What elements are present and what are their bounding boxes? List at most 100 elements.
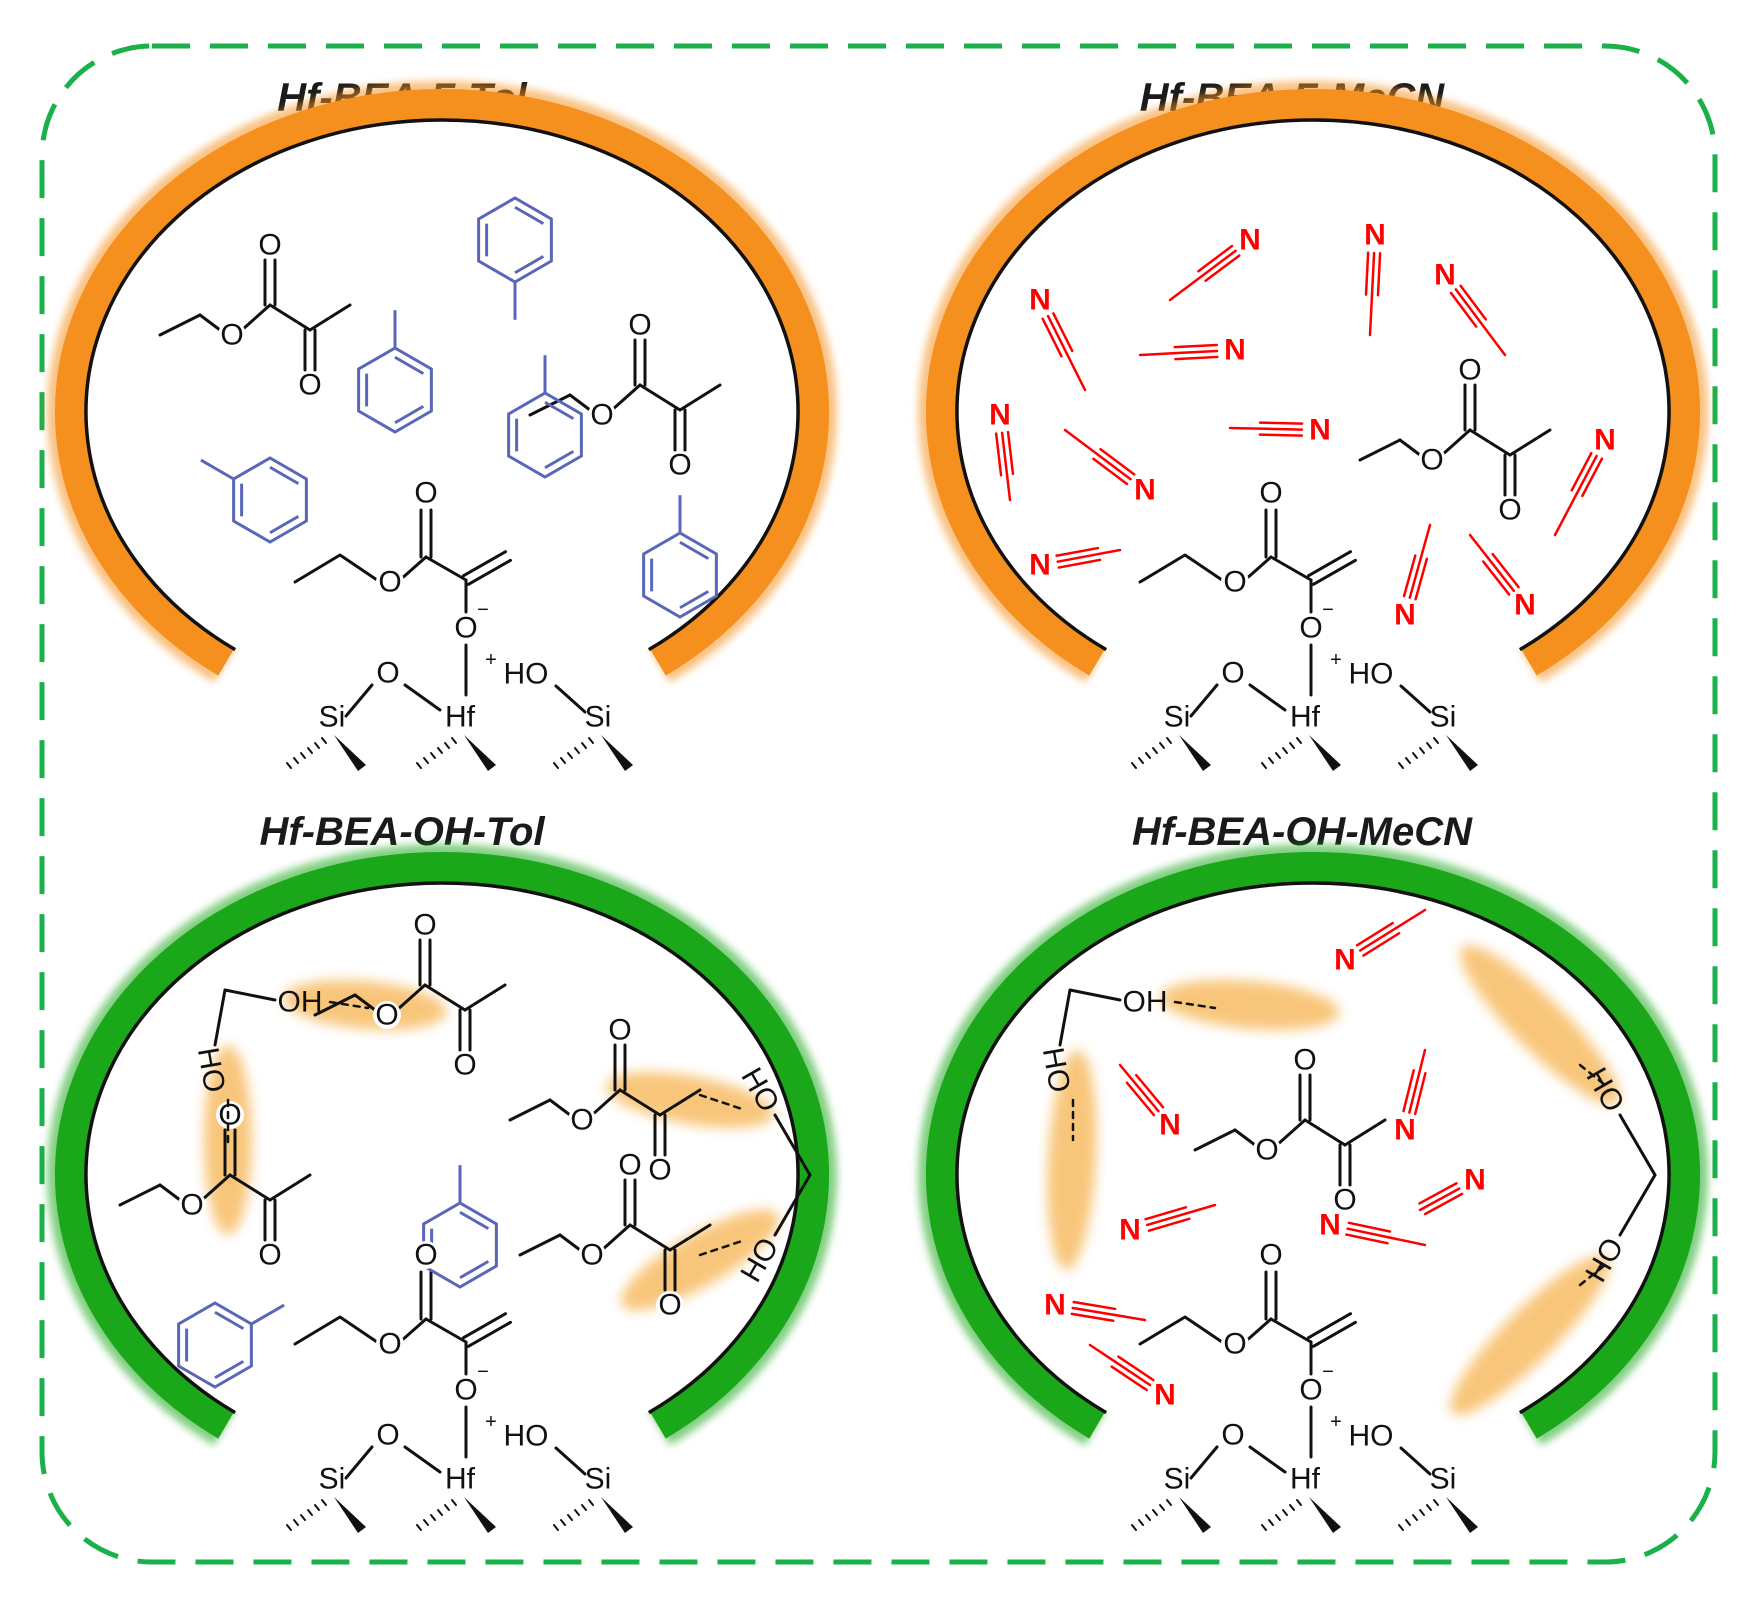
triple-bond (1370, 251, 1376, 297)
oxygen-atom: O (258, 1239, 281, 1272)
hashed-bond (560, 757, 566, 764)
oxygen-atom: O (628, 309, 651, 342)
bond (1233, 1128, 1257, 1147)
nitrogen-atom: N (1434, 259, 1456, 292)
methyl-bond (200, 458, 235, 481)
triple-bond (1113, 1360, 1152, 1387)
oxygen-atom: O (1458, 354, 1481, 387)
pore-wall (926, 852, 1700, 1439)
ethyl-pyruvate: OOO (1193, 1044, 1387, 1217)
bond (1398, 438, 1422, 457)
bond (1248, 683, 1287, 712)
bond (1468, 428, 1512, 457)
ethyl-pyruvate: OOO (528, 309, 722, 482)
hashed-bond (321, 1499, 327, 1506)
oxygen-atom: O (378, 1328, 401, 1361)
oxygen-atom: O (414, 477, 437, 510)
pore-top-right (918, 81, 1708, 683)
hafnium-atom: Hf (1290, 701, 1321, 734)
atom-background (568, 1106, 596, 1134)
ethyl-pyruvate: OOO (518, 1149, 712, 1322)
methyl-bond (250, 1303, 285, 1326)
pore-bottom-left (47, 844, 837, 1446)
oxygen-atom: O (1299, 612, 1322, 645)
atom-background (1331, 1186, 1359, 1214)
atom-background (1496, 496, 1524, 524)
hashed-bond (1405, 1519, 1411, 1526)
hydroxyl-group: OH (278, 986, 323, 1019)
nitrogen-atom: N (1594, 424, 1616, 457)
triple-bond (1197, 244, 1234, 273)
hashed-bond (1296, 1499, 1302, 1506)
pore-wall (926, 89, 1700, 676)
bond (1269, 555, 1313, 582)
hashed-bond (423, 757, 429, 764)
wedge-bond (1309, 735, 1341, 771)
atom-background (1219, 1421, 1247, 1449)
aromatic-bond (214, 1310, 245, 1330)
triple-bond (1200, 249, 1237, 278)
bond (423, 983, 467, 1012)
atom-background (296, 371, 324, 399)
atom-background (1221, 1330, 1249, 1358)
wedge-bond (334, 1497, 366, 1533)
toluene-molecule (507, 355, 583, 479)
methyl-bond (1419, 523, 1432, 559)
hashed-bond (581, 742, 587, 749)
hashed-bond (1138, 757, 1144, 764)
atom-background (588, 401, 616, 429)
hashed-bond (430, 1514, 436, 1521)
bond (308, 303, 352, 332)
triple-bond (1144, 1206, 1188, 1221)
triple-bond (1174, 355, 1219, 361)
bond (1399, 684, 1432, 714)
hashed-bond (1152, 1509, 1158, 1516)
bond (344, 1445, 374, 1480)
nitrogen-atom: N (1334, 944, 1356, 977)
hashed-bond (1131, 762, 1137, 769)
triple-bond (1056, 552, 1101, 563)
methyl-bond (1468, 533, 1490, 560)
methyl-bond (1065, 352, 1087, 392)
aromatic-bond (394, 405, 425, 425)
oxygen-atom: O (1221, 1419, 1244, 1452)
hashed-bond (1282, 747, 1288, 754)
bond (463, 983, 507, 1012)
triple-bond (1402, 1069, 1415, 1113)
bond (268, 1173, 312, 1202)
atom-background (376, 1330, 404, 1358)
hashed-bond (293, 1519, 299, 1526)
triple-bond (1414, 557, 1429, 601)
hbond-highlight (1450, 1255, 1610, 1415)
hashed-bond (567, 1514, 573, 1521)
methyl-bond (1138, 351, 1177, 357)
triple-bond (1099, 447, 1136, 476)
hashed-bond (1412, 752, 1418, 759)
hashed-bond (423, 1519, 429, 1526)
hashed-bond (1433, 737, 1439, 744)
bond (158, 1183, 182, 1202)
aromatic-bond (269, 465, 300, 485)
oxygen-atom: O (648, 1154, 671, 1187)
benzene-ring (422, 1201, 498, 1289)
bond (668, 1223, 712, 1252)
triple-bond (1147, 1217, 1191, 1232)
atom-background (1257, 479, 1285, 507)
nitrogen-atom: N (1394, 1114, 1416, 1147)
hashed-bond (1398, 1524, 1404, 1531)
hashed-bond (588, 1499, 594, 1506)
hashed-bond (1261, 762, 1267, 769)
atom-background (452, 1376, 480, 1404)
bond (518, 1233, 562, 1257)
methyl-bond (1553, 491, 1579, 537)
methyl-bond (1418, 1207, 1424, 1212)
hashed-bond (430, 752, 436, 759)
hydrogen-bond (698, 1238, 747, 1257)
oxygen-atom: O (375, 999, 398, 1032)
triple-bond (1413, 1071, 1427, 1116)
benzene-ring (642, 531, 718, 619)
atom-background (412, 479, 440, 507)
hashed-bond (553, 1524, 559, 1531)
hashed-bond (293, 757, 299, 764)
hbond-highlight (620, 1209, 780, 1311)
